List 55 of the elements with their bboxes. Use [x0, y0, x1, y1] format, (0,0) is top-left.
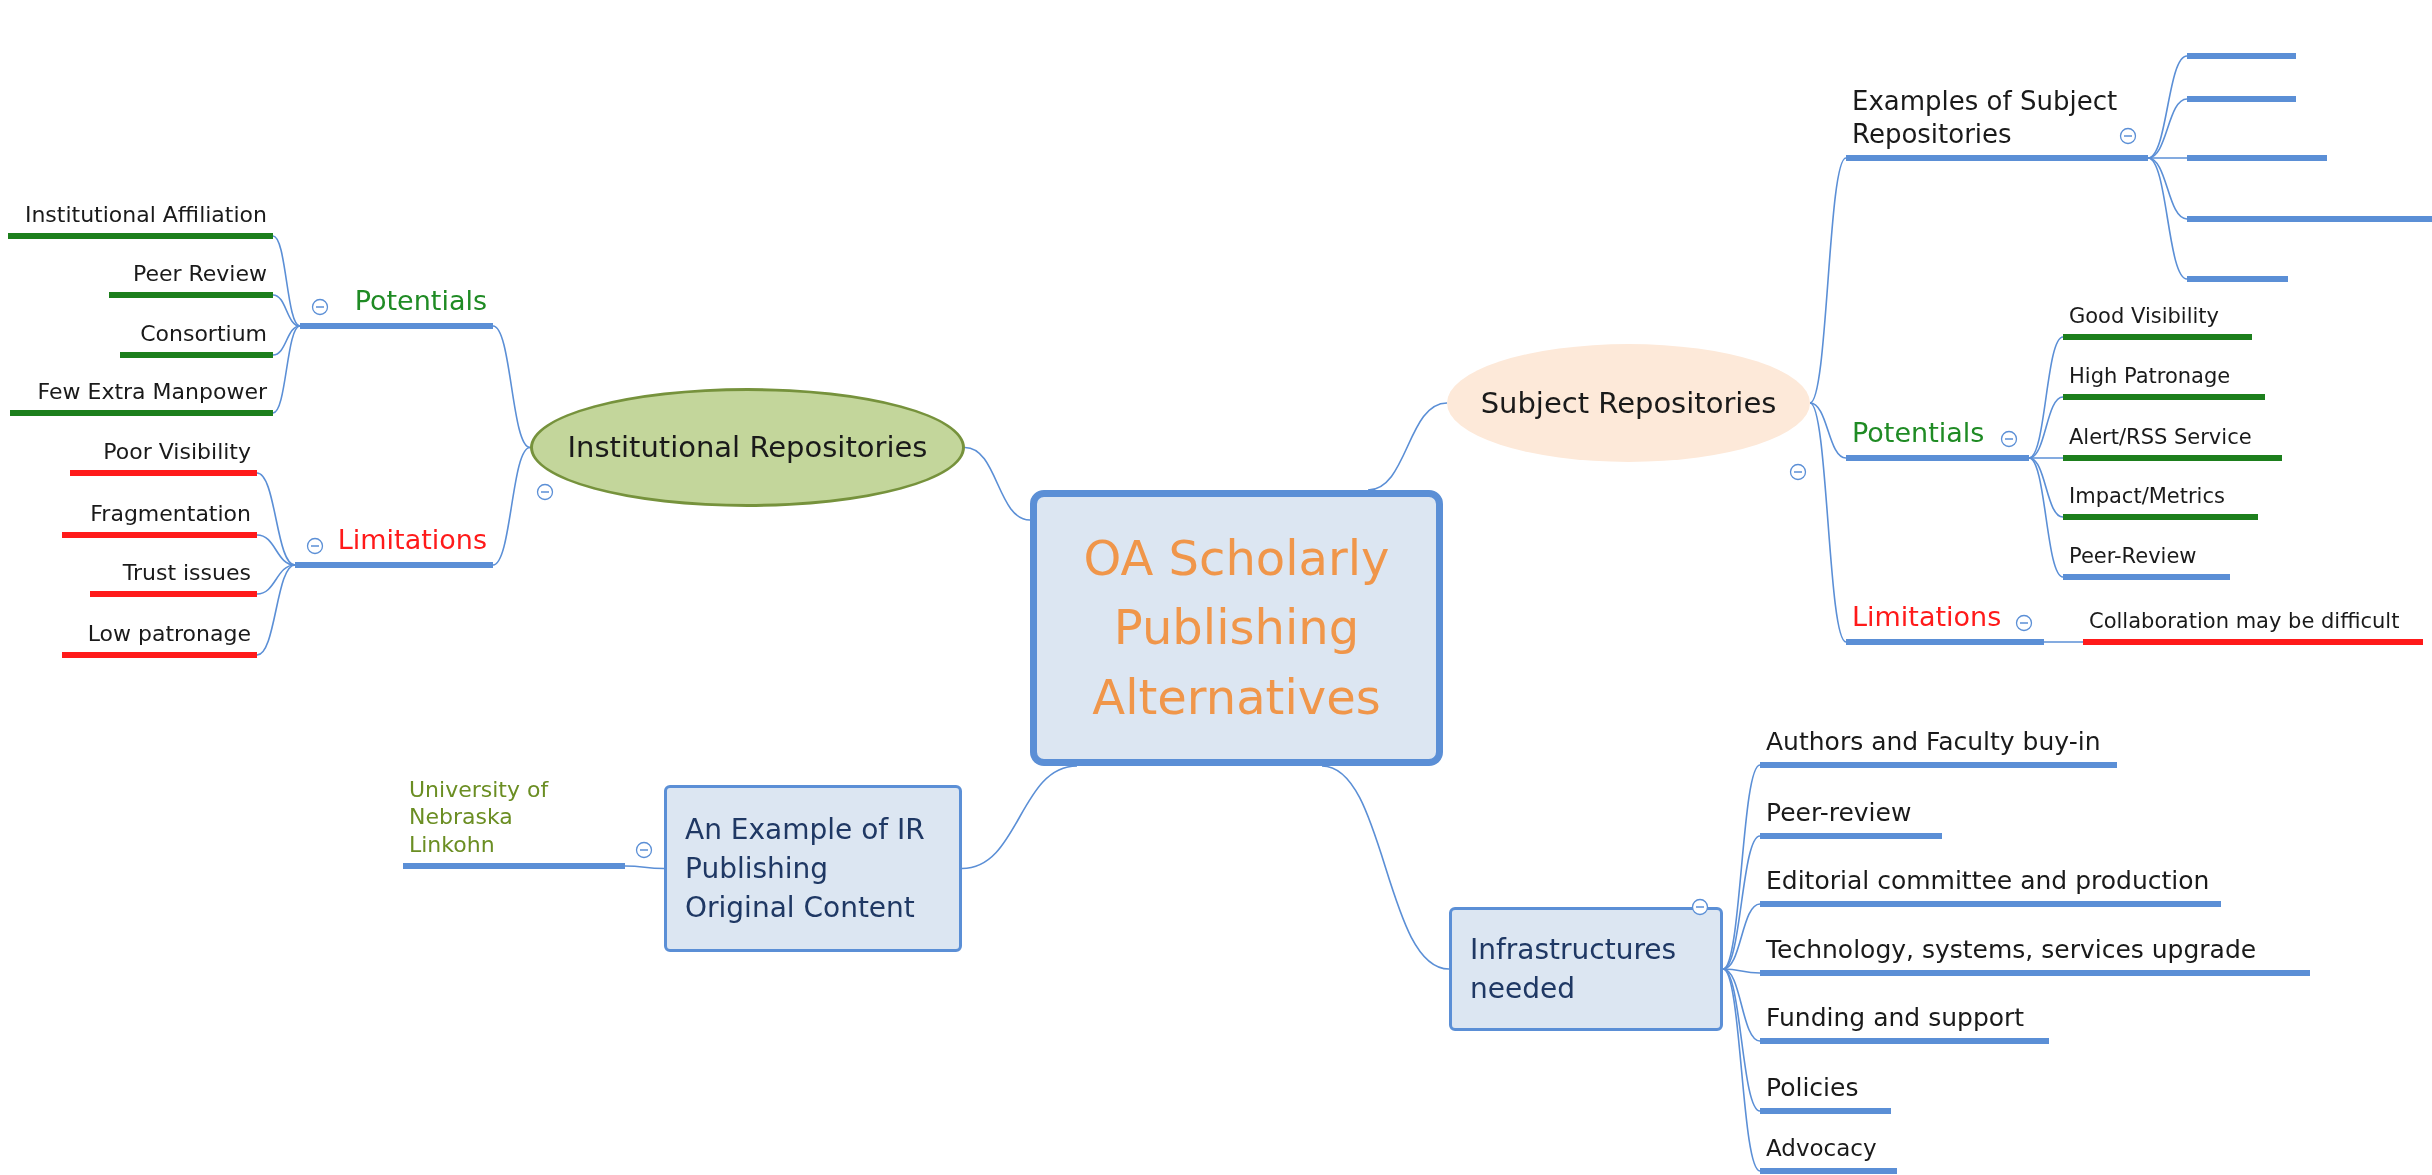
topic-box: Infrastructures needed [1449, 907, 1723, 1031]
connector-line [1809, 402, 1847, 643]
connector-line [1809, 402, 1847, 459]
leaf-label: Peer Review [109, 255, 273, 298]
connector-line [2028, 457, 2064, 518]
connector-line [2147, 55, 2188, 159]
leaf-label: Alert/RSS Service [2063, 413, 2282, 461]
connector-line [256, 564, 296, 595]
branch-label: Examples of Subject Repositories [1846, 66, 2148, 161]
connector-line [2028, 457, 2064, 459]
connector-line [256, 472, 296, 566]
leaf-label: Funding and support [1760, 993, 2049, 1044]
leaf-label: Peer-Review [2063, 532, 2230, 580]
connector-line [1722, 968, 1761, 1172]
connector-line [964, 446, 1031, 521]
leaf-label: High Patronage [2063, 352, 2265, 400]
connector-line [2147, 157, 2188, 280]
connector-line [492, 446, 531, 566]
topic-ellipse: Institutional Repositories [530, 388, 965, 507]
leaf-label: Fragmentation [62, 495, 257, 538]
leaf-label: Technology, systems, services upgrade [1760, 924, 2310, 976]
connector-line [2028, 457, 2064, 578]
leaf-label: Authors and Faculty buy-in [1760, 717, 2117, 768]
connector-line [1367, 402, 1448, 491]
leaf-label: Institutional Affiliation [8, 196, 273, 239]
connector-line [1722, 835, 1761, 970]
leaf-label: Trust issues [90, 554, 257, 597]
connector-line [2028, 336, 2064, 459]
connector-line [272, 325, 301, 356]
connector-line [256, 564, 296, 656]
leaf-label: Poor Visibility [70, 433, 257, 476]
leaf-label: Advocacy [1760, 1126, 1897, 1174]
connector-line [1722, 764, 1761, 970]
connector-line [272, 235, 301, 327]
connector-line [1722, 968, 1761, 1112]
leaf-label: University of Nebraska Linkohn [403, 722, 625, 869]
leaf-label: Impact/Metrics [2063, 472, 2258, 520]
leaf-label: Consortium [120, 315, 273, 358]
connector-line [2147, 157, 2188, 159]
leaf-label: Low patronage [62, 615, 257, 658]
connector-line [2043, 641, 2084, 643]
leaf-label: Editorial committee and production [1760, 856, 2221, 907]
leaf-label: Good Visibility [2063, 292, 2252, 340]
connector-line [492, 325, 531, 449]
topic-box: An Example of IR Publishing Original Content [664, 785, 962, 952]
topic-ellipse: Subject Repositories [1447, 344, 1810, 462]
connector-line [272, 294, 301, 327]
central-topic-box: OA Scholarly Publishing Alternatives [1030, 490, 1443, 766]
leaf-label: Policies [1760, 1064, 1891, 1114]
connector-line [624, 865, 665, 870]
connector-line [272, 325, 301, 414]
leaf-label: Few Extra Manpower [10, 373, 273, 416]
connector-line [1809, 157, 1847, 404]
leaf-label: Collaboration may be difficult [2083, 596, 2423, 645]
leaf-label: Peer-review [1760, 788, 1942, 839]
